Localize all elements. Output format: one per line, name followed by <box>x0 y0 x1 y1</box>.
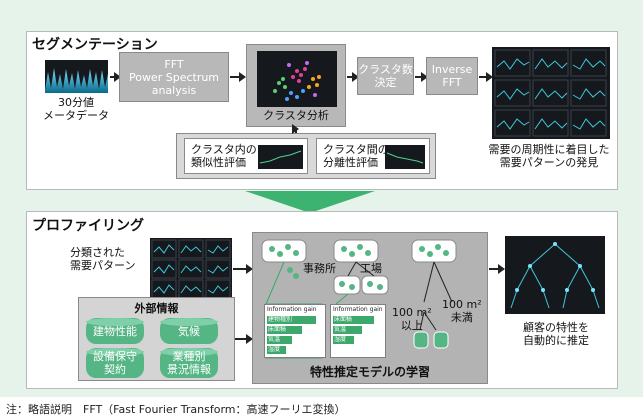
segmentation-title: セグメンテーション <box>32 37 158 53</box>
classified-patterns-label: 分類された 需要パターン <box>70 246 136 272</box>
decision-trees <box>261 239 457 359</box>
ig-right-bar-2: 気温 <box>333 326 362 334</box>
pattern-thumbnails-small <box>151 239 231 299</box>
ig-right-bar-3: 湿度 <box>333 336 354 344</box>
customer-estimation-label: 顧客の特性を 自動的に推定 <box>523 321 589 347</box>
intra-eval-plot <box>258 145 303 169</box>
ig-left-bar-1: 建物種別 <box>267 316 316 324</box>
cluster-points <box>273 61 321 101</box>
factory-label: 工場 <box>360 262 382 275</box>
model-learning-caption: 特性推定モデルの学習 <box>309 365 430 379</box>
ig-left-bar-2: 床面積 <box>267 326 302 334</box>
abbreviation-note: 注：略語説明 FFT（Fast Fourier Transform：高速フーリエ… <box>6 403 346 416</box>
inter-eval-plot <box>385 145 425 169</box>
over-100m2-label: 100 m² 以上 <box>392 306 432 332</box>
ig-right-bar-1: 床面積 <box>333 316 374 324</box>
info-gain-table-right: Information gain 床面積 気温 湿度 <box>330 304 386 358</box>
cluster-to-eval-arrow <box>292 124 299 134</box>
inverse-fft-box: Inverse FFT <box>426 57 478 95</box>
external-item-building: 建物性能 <box>86 318 144 344</box>
arrow-2 <box>230 72 246 82</box>
external-item-industry: 業種別 景況情報 <box>160 348 218 378</box>
pattern-grid-bottom <box>150 238 232 300</box>
ig-left-bar-3: 気温 <box>267 336 292 344</box>
office-label: 事務所 <box>303 262 336 275</box>
external-to-model-arrow <box>235 334 253 344</box>
estimation-tree <box>510 242 600 309</box>
cluster-count-box: クラスタ数 決定 <box>357 57 414 95</box>
estimation-tree-image <box>505 236 605 314</box>
external-item-climate: 気候 <box>160 318 218 344</box>
arrow-3 <box>347 72 359 82</box>
meter-data-thumbnail <box>45 60 108 93</box>
meter-waveform <box>45 68 108 93</box>
under-100m2-label: 100 m² 未満 <box>442 298 482 324</box>
info-gain-title-left: Information gain <box>267 306 317 313</box>
pattern-discovery-label: 需要の周期性に着目した 需要パターンの発見 <box>488 143 610 169</box>
flow-down-arrow <box>245 191 375 213</box>
info-gain-title-right: Information gain <box>333 306 383 313</box>
pattern-grid-top <box>492 47 610 139</box>
profiling-title: プロファイリング <box>32 218 144 234</box>
cluster-scatter <box>257 51 337 107</box>
fft-box: FFT Power Spectrum analysis <box>119 52 229 102</box>
arrow-1 <box>110 72 121 82</box>
cluster-analysis-box: クラスタ分析 <box>246 44 346 127</box>
meter-data-label: 30分値 メータデータ <box>43 96 109 122</box>
arrow-4 <box>415 72 428 82</box>
intra-eval-box: クラスタ内の 類似性評価 <box>184 138 308 174</box>
cluster-analysis-label: クラスタ分析 <box>263 109 329 122</box>
ig-left-bar-4: 湿度 <box>267 346 286 354</box>
arrow-5 <box>479 72 493 82</box>
external-item-maintenance: 設備保守 契約 <box>86 348 144 378</box>
info-gain-table-left: Information gain 建物種別 床面積 気温 湿度 <box>264 304 326 358</box>
pattern-thumbnails <box>494 49 607 137</box>
patterns-to-model-arrow <box>233 264 253 274</box>
model-to-result-arrow <box>489 264 505 274</box>
